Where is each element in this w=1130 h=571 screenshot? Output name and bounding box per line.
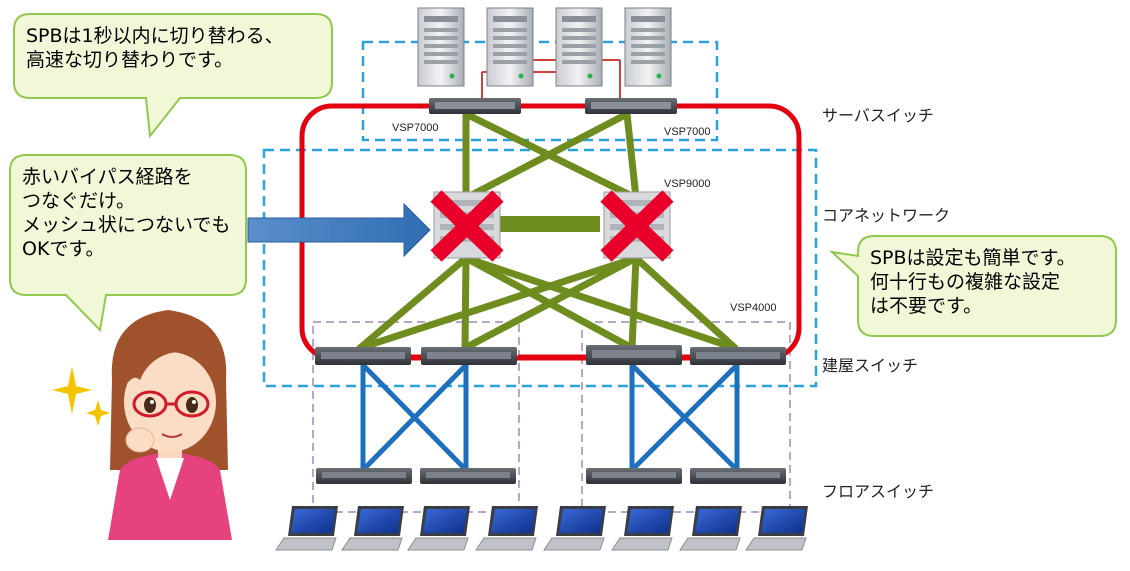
bubble-text-line: SPBは1秒以内に切り替わる、: [26, 25, 284, 47]
building-group-right: [581, 321, 791, 513]
laptop-icon: [679, 506, 742, 551]
bubble-text-line: OKです。: [22, 238, 105, 260]
speech-bubble-speed-text: SPBは1秒以内に切り替わる、 高速な切り替わりです。: [14, 14, 332, 98]
access-links: [360, 363, 740, 472]
building-switch: [421, 347, 517, 365]
vsp7000-switch-right: [585, 98, 677, 114]
laptop-icon: [611, 506, 674, 551]
sparkle-icon: [52, 366, 110, 426]
bubble-text-line: は不要です。: [870, 295, 983, 317]
laptop-icon: [543, 506, 606, 551]
floor-switch: [586, 468, 682, 484]
model-label-vsp7000-left: VSP7000: [392, 122, 439, 134]
laptop-icon: [745, 506, 808, 551]
floor-switch: [690, 468, 786, 484]
model-label-vsp7000-right: VSP7000: [664, 126, 711, 138]
bubble-text-line: SPBは設定も簡単です。: [870, 247, 1076, 269]
layer-label-core-network: コアネットワーク: [822, 206, 951, 225]
speech-bubble-shapes: [9, 13, 1117, 337]
server-icon: [624, 7, 672, 87]
bubble-text-line: つなぐだけ。: [22, 190, 136, 212]
building-group-left: [312, 321, 520, 513]
model-label-vsp4000: VSP4000: [730, 302, 777, 314]
mesh-links: [356, 110, 739, 352]
speech-bubble-config-text: SPBは設定も簡単です。 何十行もの複雑な設定 は不要です。: [858, 236, 1116, 336]
server-icon: [555, 7, 603, 87]
arrow-icon: [247, 202, 431, 258]
failure-x-icon: [430, 190, 504, 262]
laptop-icon: [475, 506, 538, 551]
bubble-text-line: メッシュ状につないでも: [22, 214, 231, 236]
failure-x-icon: [600, 190, 674, 262]
building-switches: [315, 345, 786, 365]
model-label-vsp9000: VSP9000: [664, 178, 711, 190]
speech-bubble-bypass-text: 赤いバイパス経路を つなぐだけ。 メッシュ状につないでも OKです。: [10, 155, 246, 295]
bubble-text-line: 赤いバイパス経路を: [22, 166, 193, 188]
speech-bubble-bypass: [9, 154, 247, 333]
speech-bubble-speed: [13, 13, 333, 139]
bubble-text-line: 何十行もの複雑な設定: [870, 271, 1061, 293]
floor-switch: [316, 468, 412, 484]
layer-label-server-switch: サーバスイッチ: [822, 106, 934, 125]
building-switch: [586, 345, 682, 365]
laptop-icon: [341, 506, 404, 551]
floor-switch: [420, 468, 516, 484]
dashed-zones: [262, 40, 818, 513]
layer-label-floor-switch: フロアスイッチ: [822, 482, 935, 501]
server-icon: [417, 7, 465, 87]
servers: [417, 7, 672, 87]
vsp7000-switch-left: [429, 98, 521, 114]
building-switch: [690, 347, 786, 365]
building-switch: [315, 347, 411, 365]
layer-label-building-switch: 建屋スイッチ: [822, 356, 919, 375]
laptops: [275, 506, 808, 551]
bubble-text-line: 高速な切り替わりです。: [26, 49, 234, 71]
presenter-character: [108, 310, 232, 540]
floor-switches: [316, 468, 786, 484]
laptop-icon: [407, 506, 470, 551]
speech-bubble-config: [828, 235, 1117, 337]
server-icon: [486, 7, 534, 87]
server-zone: [361, 40, 719, 142]
laptop-icon: [275, 506, 338, 551]
